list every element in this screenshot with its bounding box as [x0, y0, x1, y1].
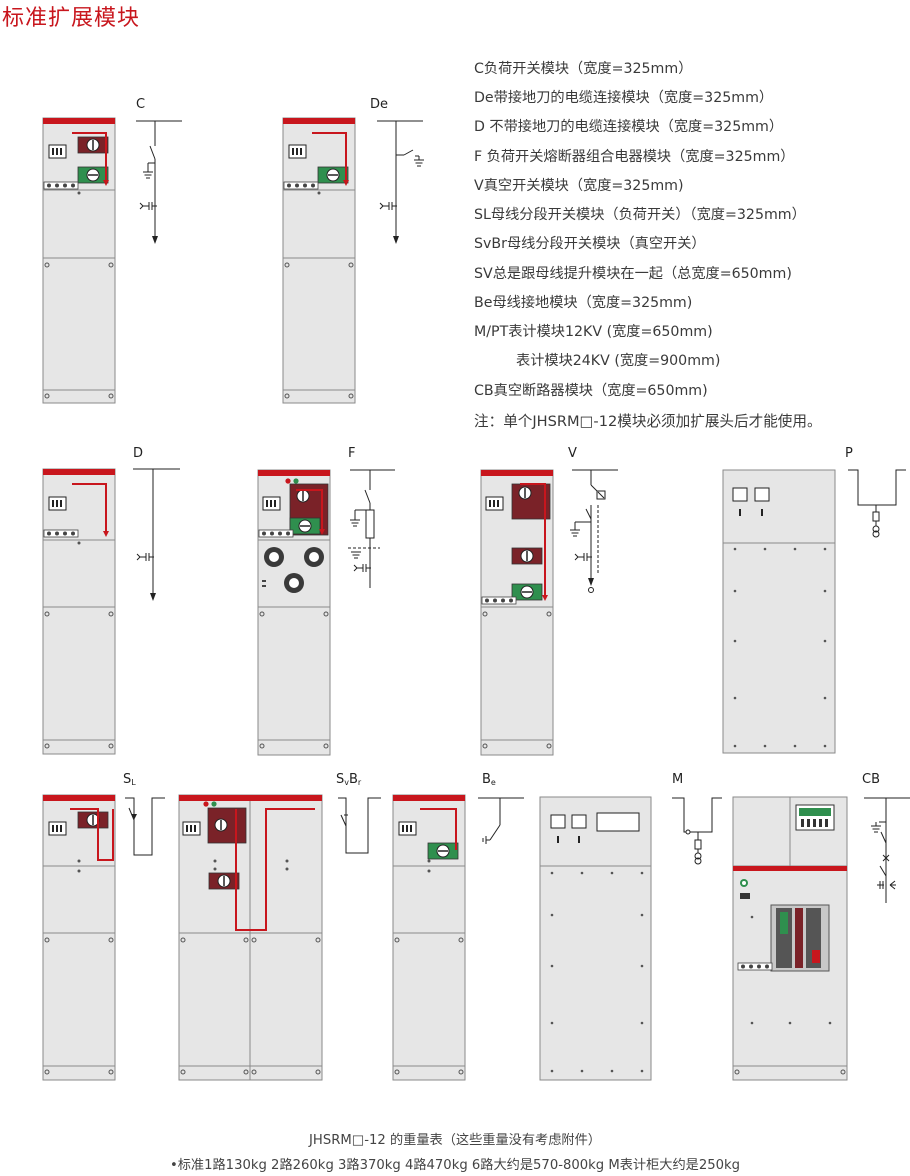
cabinet-m	[539, 796, 652, 1081]
label-v: V	[568, 446, 577, 461]
legend-item-sv: SV总是跟母线提升模块在一起（总宽度=650mm)	[474, 266, 792, 282]
legend-item-d: D 不带接地刀的电缆连接模块（宽度=325mm）	[474, 119, 784, 135]
schematic-be	[478, 797, 524, 844]
schematic-cb	[864, 797, 910, 903]
cabinet-sl	[42, 794, 116, 1081]
legend-item-c: C负荷开关模块（宽度=325mm）	[474, 61, 693, 77]
label-svbr: SvBr	[336, 772, 362, 787]
cabinet-c	[42, 117, 116, 404]
label-be: Be	[482, 772, 496, 787]
label-f: F	[348, 446, 355, 461]
label-de: De	[370, 97, 388, 112]
label-sl: SL	[123, 772, 136, 787]
legend-item-sl: SL母线分段开关模块（负荷开关）（宽度=325mm）	[474, 207, 806, 223]
legend-item-24kv: 表计模块24KV (宽度=900mm)	[516, 353, 721, 369]
schematic-de	[377, 120, 425, 244]
cabinet-de	[282, 117, 356, 404]
legend-item-cb: CB真空断路器模块（宽度=650mm)	[474, 383, 708, 399]
cabinet-p	[722, 469, 836, 754]
legend-item-svbr: SvBr母线分段开关模块（真空开关）	[474, 236, 706, 252]
legend-item-mpt: M/PT表计模块12KV (宽度=650mm)	[474, 324, 713, 340]
label-m: M	[672, 772, 683, 787]
cabinet-v	[480, 469, 554, 756]
cabinet-d	[42, 468, 116, 755]
schematic-p	[848, 469, 906, 538]
schematic-v	[569, 469, 618, 593]
legend-item-v: V真空开关模块（宽度=325mm)	[474, 178, 684, 194]
weight-table-values: •标准1路130kg 2路260kg 3路370kg 4路470kg 6路大约是…	[169, 1158, 741, 1173]
label-p: P	[845, 446, 853, 461]
page-title: 标准扩展模块	[2, 6, 141, 31]
weight-table-title: JHSRM□-12 的重量表（这些重量没有考虑附件）	[309, 1133, 601, 1148]
schematic-svbr	[338, 797, 381, 854]
cabinet-svbr	[178, 794, 323, 1081]
schematic-d	[133, 468, 180, 601]
schematic-sl	[125, 797, 165, 856]
legend-item-be: Be母线接地模块（宽度=325mm)	[474, 295, 693, 311]
legend-note: 注：单个JHSRM□-12模块必须加扩展头后才能使用。	[474, 413, 822, 430]
cabinet-cb	[732, 796, 848, 1081]
schematic-c	[136, 120, 182, 244]
legend-item-f: F 负荷开关熔断器组合电器模块（宽度=325mm）	[474, 149, 795, 165]
label-d: D	[133, 446, 143, 461]
schematic-m	[672, 797, 722, 865]
legend-item-de: De带接地刀的电缆连接模块（宽度=325mm）	[474, 90, 774, 106]
cabinet-f	[257, 469, 331, 756]
label-c: C	[136, 97, 145, 112]
label-cb: CB	[862, 772, 880, 787]
cabinet-be	[392, 794, 466, 1081]
schematic-f	[348, 469, 395, 588]
